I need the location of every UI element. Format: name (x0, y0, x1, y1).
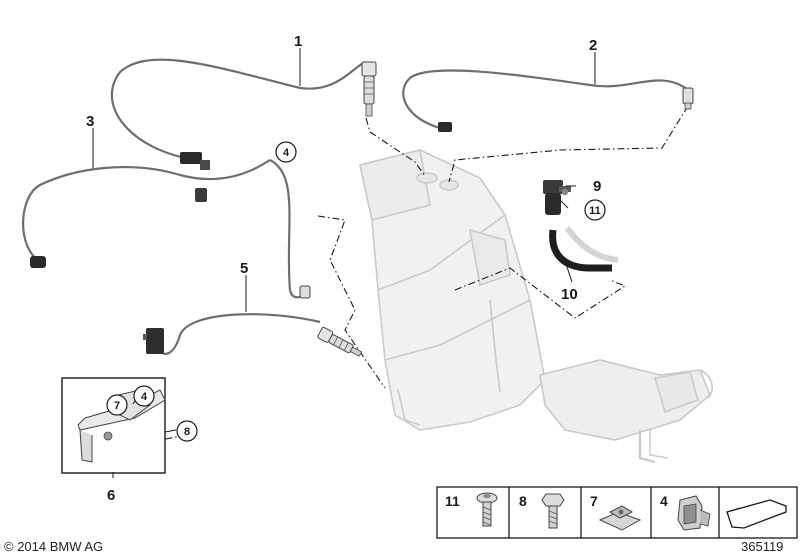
legend-label-11: 11 (445, 493, 460, 509)
callout-2: 2 (589, 37, 597, 54)
svg-text:4: 4 (141, 391, 148, 403)
nut-clip-icon (598, 505, 642, 531)
spring-clip-icon (677, 495, 711, 531)
callout-3: 3 (86, 113, 94, 130)
svg-text:8: 8 (184, 426, 190, 438)
screw-icon (476, 492, 498, 527)
callout-5: 5 (240, 260, 248, 277)
particulate-filter (359, 149, 713, 464)
callout-1: 1 (294, 33, 302, 50)
hex-bolt-icon (541, 493, 565, 529)
legend-label-8: 8 (519, 493, 527, 509)
pressure-hose (549, 226, 619, 272)
copyright-text: © 2014 BMW AG (4, 539, 104, 554)
svg-text:7: 7 (114, 400, 120, 412)
sensor-3-cable (21, 159, 271, 263)
callout-10: 10 (561, 286, 578, 303)
legend-label-4: 4 (660, 493, 668, 509)
sensor-1-connector (180, 152, 210, 170)
pressure-sensor (543, 180, 571, 215)
circled-callout-7: 7 (106, 394, 128, 416)
sensor-5-parts (143, 285, 363, 357)
document-number: 365119 (741, 539, 784, 554)
sensor-2-cable (402, 69, 689, 130)
legend-label-7: 7 (590, 493, 598, 509)
sensor-5-cable (154, 159, 321, 355)
circled-callout-4-bracket: 4 (133, 385, 155, 407)
parts-legend: 11 8 7 4 (436, 486, 798, 539)
sensor-2-parts (438, 87, 694, 132)
sensor-3-parts (30, 188, 207, 268)
callout-9: 9 (593, 178, 601, 195)
sensor-1-cable (110, 58, 366, 162)
arrow-icon (726, 499, 787, 529)
sensor-1-head (361, 61, 377, 117)
svg-text:11: 11 (589, 205, 601, 217)
circled-callout-8: 8 (176, 420, 198, 442)
callout-6: 6 (107, 487, 115, 504)
svg-text:4: 4 (283, 147, 290, 159)
circled-callout-11: 11 (584, 199, 606, 221)
circled-callout-4-top: 4 (275, 141, 297, 163)
